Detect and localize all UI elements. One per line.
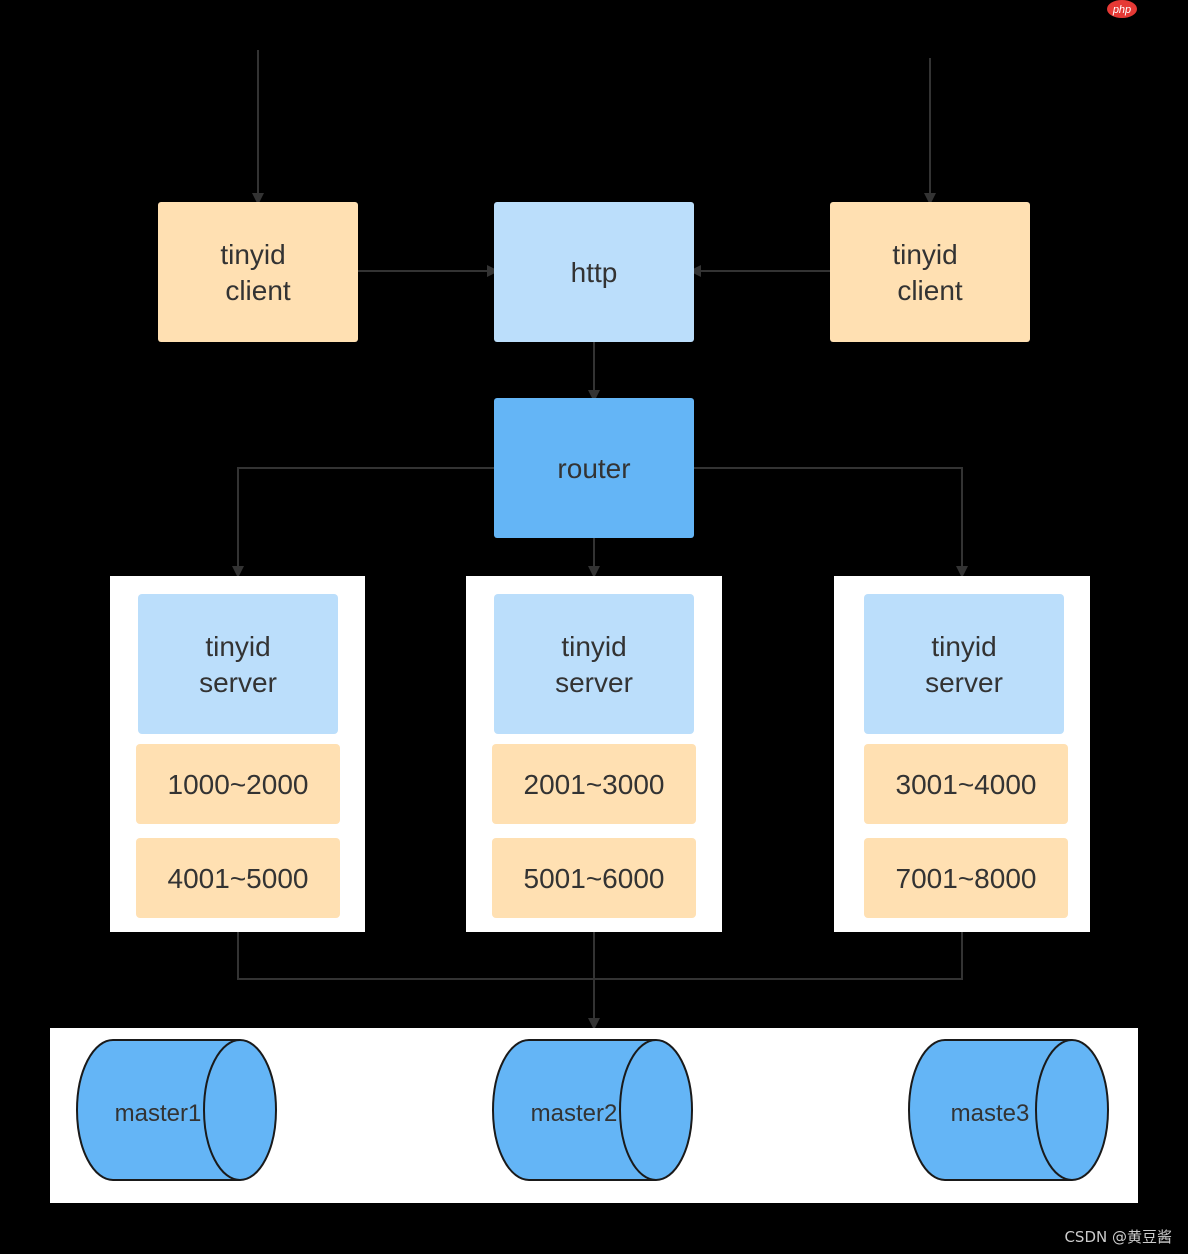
server-group-3: tinyid server 3001~4000 7001~8000 [834,576,1090,932]
server-group-2: tinyid server 2001~3000 5001~6000 [466,576,722,932]
id-range-label: 2001~3000 [524,769,665,800]
database-label: maste3 [951,1100,1030,1127]
client-box [830,202,1030,342]
server-box [494,594,694,734]
database-maste3: maste3 [908,1039,1109,1181]
server-label-line1: tinyid [561,631,626,662]
router-node: router [494,398,694,538]
database-group: master1 master2 maste3 [50,1028,1138,1203]
line-server-3-to-bus [594,932,963,980]
router-label: router [557,453,630,484]
client-box [158,202,358,342]
id-range-box [492,744,696,824]
id-range-box [492,838,696,918]
arrow-router-to-server-1 [232,467,494,578]
client-label-line1: tinyid [892,239,957,270]
php-logo-text: php [1112,4,1131,16]
server-label-line2: server [555,667,633,698]
id-range-box [864,838,1068,918]
id-range-box [864,744,1068,824]
server-label-line2: server [199,667,277,698]
php-watermark-logo: php [1107,0,1137,18]
id-range-label: 4001~5000 [168,863,309,894]
id-range-label: 5001~6000 [524,863,665,894]
client-label-line2: client [897,275,963,306]
client-label-line1: tinyid [220,239,285,270]
line-server-1-to-bus [237,932,594,980]
database-cylinder-cap [203,1039,241,1181]
connectors [232,50,968,1030]
database-master2: master2 [492,1039,693,1181]
server-label-line2: server [925,667,1003,698]
database-label: master1 [115,1100,202,1127]
router-box [494,398,694,538]
tinyid-client-left: tinyid client [158,202,358,342]
id-range-label: 7001~8000 [896,863,1037,894]
id-range-label: 1000~2000 [168,769,309,800]
server-label-line1: tinyid [931,631,996,662]
arrow-router-to-server-3 [694,467,968,578]
id-range-box [136,838,340,918]
database-cylinder-cap [1035,1039,1073,1181]
client-label-line2: client [225,275,291,306]
server-label-line1: tinyid [205,631,270,662]
csdn-credit: CSDN @黄豆酱 [1064,1228,1172,1246]
id-range-box [136,744,340,824]
database-label: master2 [531,1100,618,1127]
server-group-1: tinyid server 1000~2000 4001~5000 [110,576,365,932]
server-box [138,594,338,734]
tinyid-client-right: tinyid client [830,202,1030,342]
server-box [864,594,1064,734]
http-box [494,202,694,342]
id-range-label: 3001~4000 [896,769,1037,800]
php-logo-icon [1107,0,1137,18]
http-label: http [571,257,618,288]
database-master1: master1 [76,1039,277,1181]
http-node: http [494,202,694,342]
database-cylinder-cap [619,1039,657,1181]
